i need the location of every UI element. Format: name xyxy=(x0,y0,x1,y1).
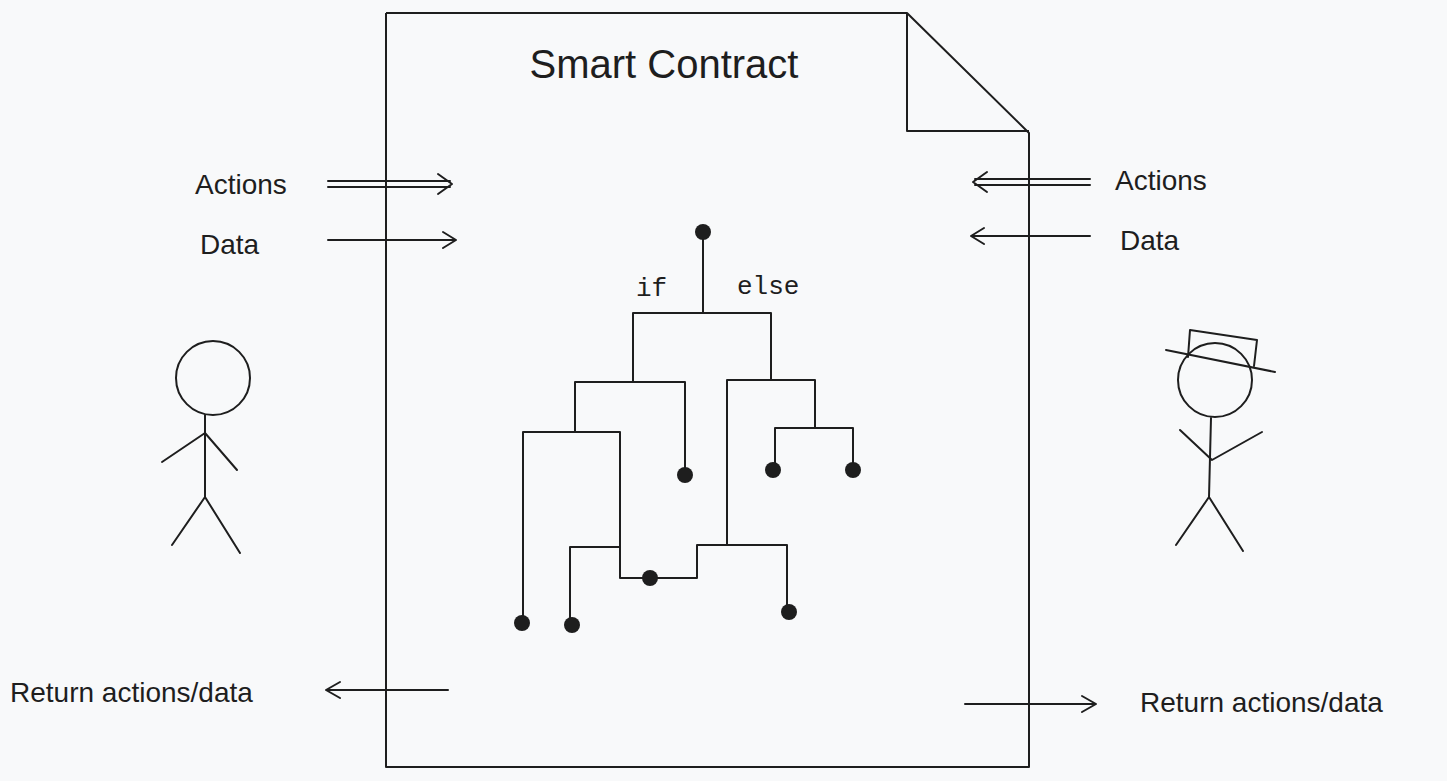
double-arrow-shaft xyxy=(328,181,450,187)
arrow-shaft xyxy=(972,235,1090,237)
stick-figure-head xyxy=(176,341,250,415)
double-arrow-shaft xyxy=(975,179,1090,185)
document-node: Smart Contract xyxy=(385,12,1030,768)
flow-label: Actions xyxy=(1115,165,1207,197)
tree-dot xyxy=(514,615,530,631)
arrow-shaft xyxy=(328,239,455,241)
arrow-shaft xyxy=(327,689,448,691)
stick-figure-legs xyxy=(1176,497,1243,551)
flow-label: Data xyxy=(200,229,259,261)
arrow-head xyxy=(326,682,340,698)
arrow-head xyxy=(443,232,456,248)
stick-figure-body xyxy=(204,415,206,497)
flow-label: Actions xyxy=(195,169,287,201)
tree-dot xyxy=(642,570,658,586)
tree-dot xyxy=(845,462,861,478)
tree-dot xyxy=(695,224,711,240)
tree-dot xyxy=(781,604,797,620)
document-title: Smart Contract xyxy=(385,42,943,87)
hat-crown xyxy=(1188,330,1257,366)
document-border xyxy=(386,13,1029,767)
flow-label: Data xyxy=(1120,225,1179,257)
decision-tree xyxy=(523,232,853,625)
arrow-shaft xyxy=(965,703,1095,705)
arrow-head xyxy=(973,172,987,192)
flow-label: Return actions/data xyxy=(1140,687,1383,719)
arrow-head xyxy=(1082,696,1096,712)
hat-brim xyxy=(1166,350,1275,372)
stick-figure-legs xyxy=(172,497,240,553)
document-outline xyxy=(385,12,1030,768)
tree-dot xyxy=(677,467,693,483)
flow-label: Return actions/data xyxy=(10,677,253,709)
folded-corner xyxy=(907,13,1029,131)
branch-label: if xyxy=(636,275,667,305)
stick-figure-arms xyxy=(1180,430,1262,460)
arrow-head xyxy=(971,228,984,244)
stick-figure-arms xyxy=(162,433,237,470)
arrow-head xyxy=(438,174,452,194)
tree-dot xyxy=(765,462,781,478)
tree-dot xyxy=(564,617,580,633)
branch-label: else xyxy=(737,273,799,303)
